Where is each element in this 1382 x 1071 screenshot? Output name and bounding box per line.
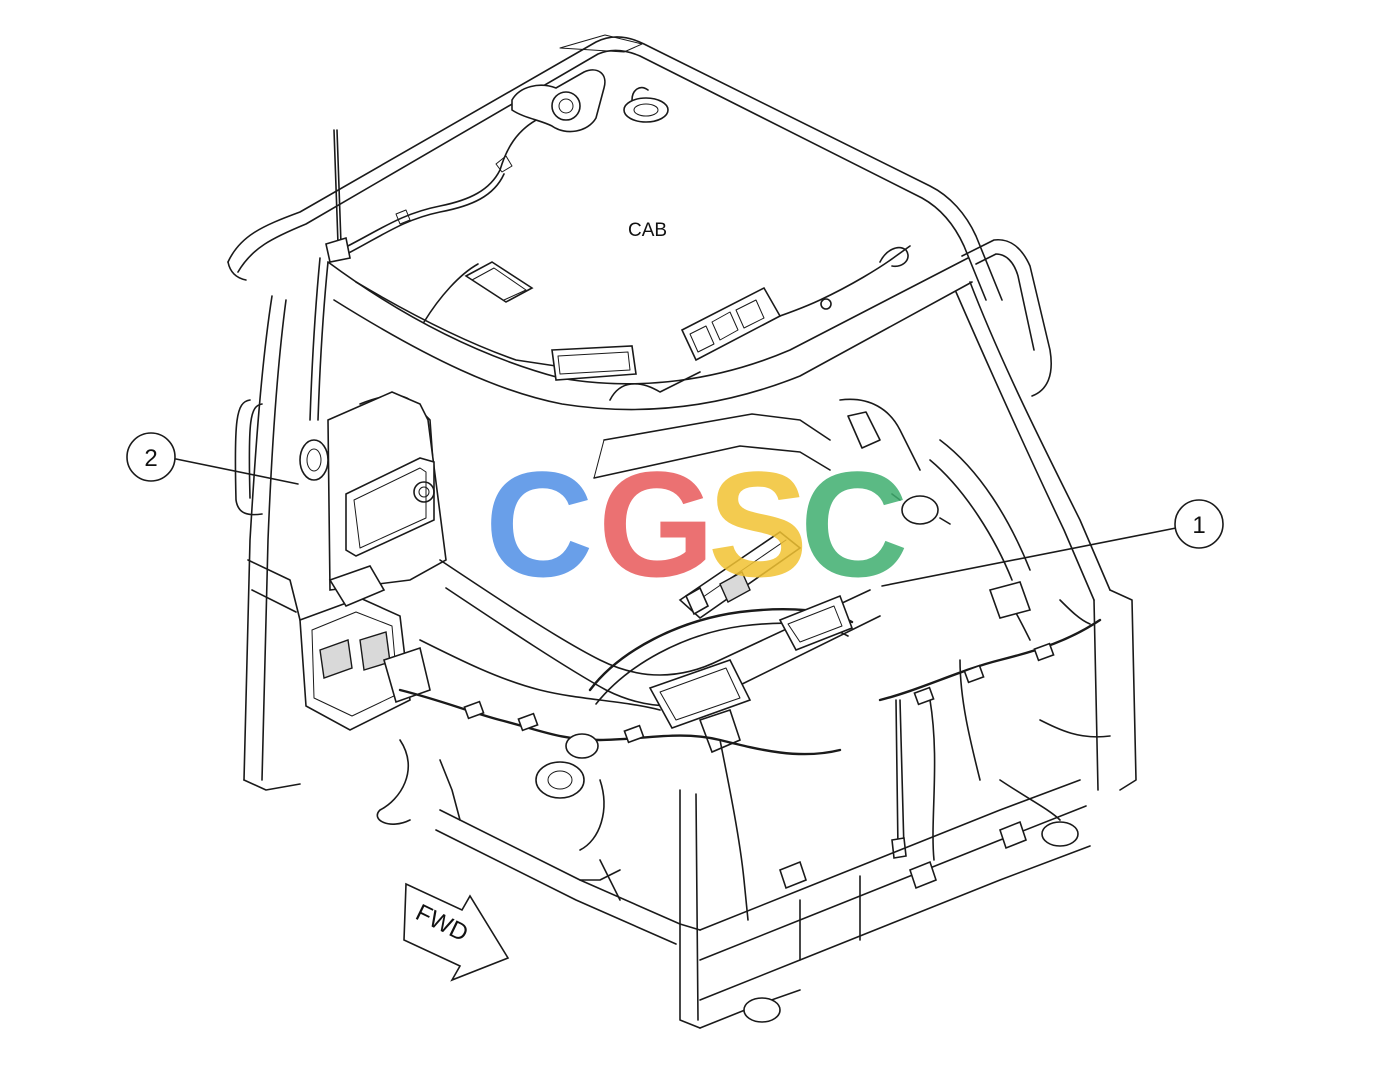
callout-2-number: 2 bbox=[144, 445, 157, 472]
watermark-letter-g: G bbox=[598, 440, 715, 608]
front-frame bbox=[435, 779, 1091, 1029]
dashboard-assembly bbox=[439, 531, 881, 754]
callout-2: 2 bbox=[126, 432, 299, 485]
right-pillar bbox=[955, 239, 1137, 791]
watermark-letter-s: S bbox=[708, 440, 808, 608]
roof-harness bbox=[339, 69, 911, 401]
cab-label: CAB bbox=[628, 220, 667, 241]
watermark-logo: C G S C bbox=[485, 440, 908, 608]
left-interior-panel bbox=[327, 391, 447, 591]
watermark-letter-c1: C bbox=[485, 440, 593, 608]
callout-2-bubble bbox=[126, 432, 176, 482]
forward-arrow: FWD bbox=[403, 882, 510, 982]
callout-1-number: 1 bbox=[1192, 512, 1205, 539]
antenna-left-pillar bbox=[234, 129, 351, 791]
callout-1-bubble bbox=[1174, 499, 1224, 549]
watermark-letter-c2: C bbox=[800, 440, 908, 608]
front-lower-harness bbox=[247, 559, 1111, 921]
callout-1: 1 bbox=[881, 499, 1224, 587]
